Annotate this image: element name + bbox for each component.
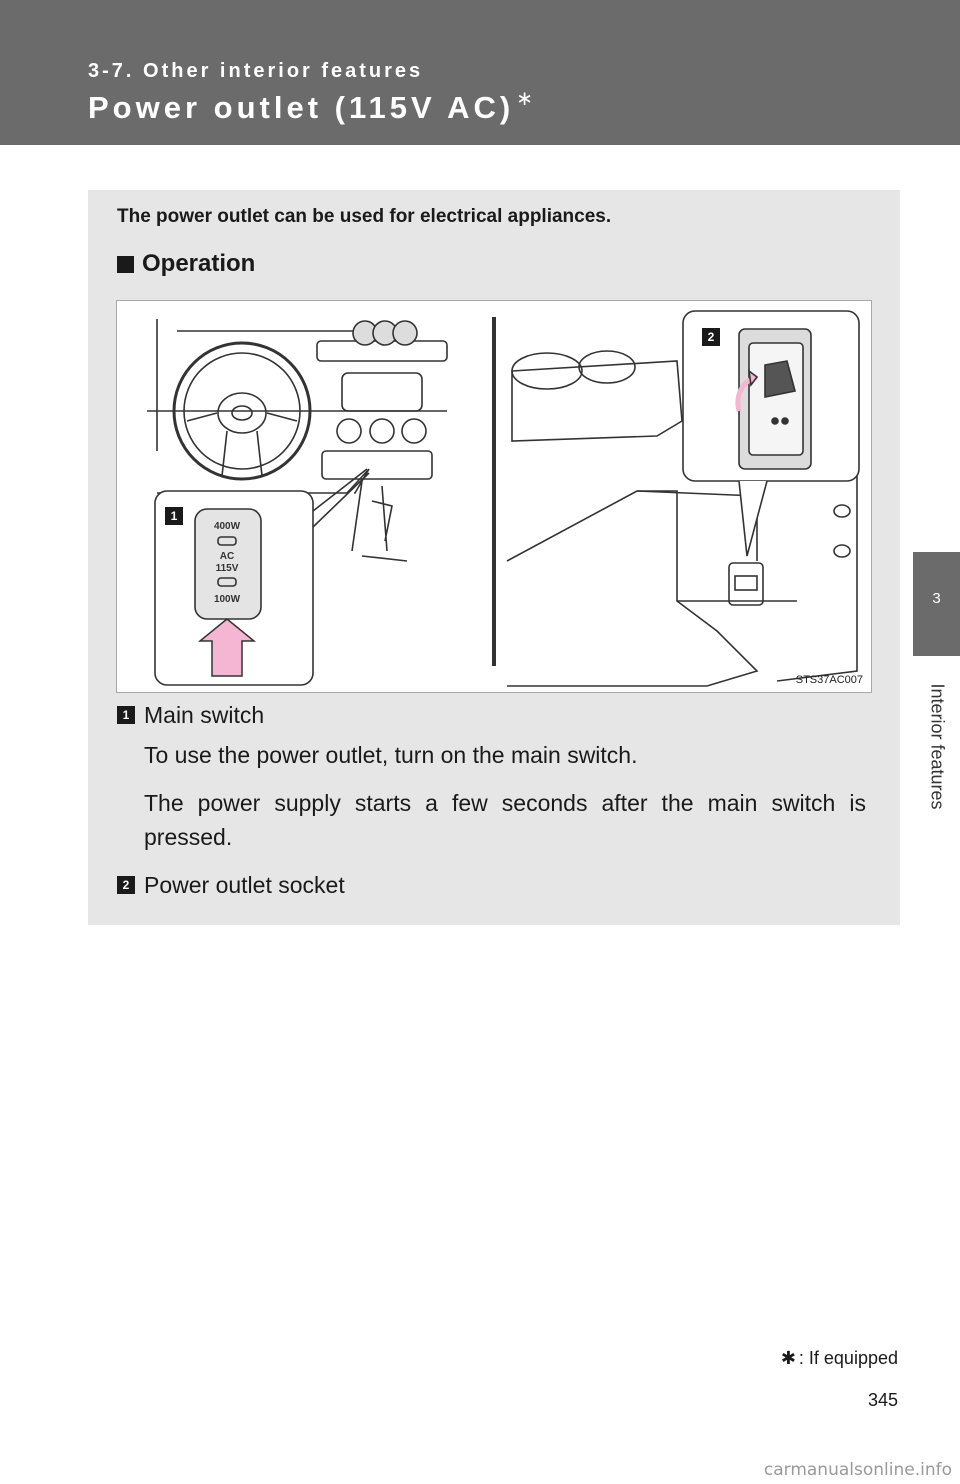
figure-callout-2: 2 [702,328,720,346]
square-bullet-icon [117,255,134,273]
page-header: 3-7. Other interior features Power outle… [0,0,960,145]
intro-text: The power outlet can be used for electri… [117,206,612,227]
switch-label-400w: 400W [214,521,241,532]
asterisk-icon: ✱ [780,1348,796,1368]
subheading: Operation [117,250,255,278]
footnote-text: : If equipped [798,1348,898,1368]
section-label: 3-7. Other interior features [88,60,424,82]
if-equipped-mark: ∗ [516,88,537,110]
chapter-tab-label: Interior features [913,656,960,836]
chapter-tab-text: Interior features [927,683,947,810]
item-1-title: Main switch [144,702,265,728]
illustration: 400W AC 115V 100W 1 2 STS37AC007 [116,300,872,693]
title-text: Power outlet (115V AC) [88,90,515,125]
watermark: carmanualsonline.info [763,1460,952,1480]
switch-label-ac: AC [220,551,234,562]
illustration-drawing: 400W AC 115V 100W [147,310,860,687]
item-1-badge: 1 [117,706,135,724]
footnote: ✱ : If equipped [781,1348,898,1369]
item-2-title: Power outlet socket [144,872,345,898]
switch-label-100w: 100W [214,594,241,605]
chapter-tab: 3 [913,552,960,656]
item-2-badge: 2 [117,876,135,894]
page-title: Power outlet (115V AC)∗ [88,88,537,126]
switch-label-115v: 115V [216,563,239,574]
item-1-paragraph-1: To use the power outlet, turn on the mai… [144,742,638,768]
figure-id: STS37AC007 [795,674,863,686]
figure-callout-1: 1 [165,507,183,525]
item-1-paragraph-2: The power supply starts a few seconds af… [144,790,866,850]
page-number: 345 [867,1390,898,1410]
subheading-text: Operation [142,250,256,277]
